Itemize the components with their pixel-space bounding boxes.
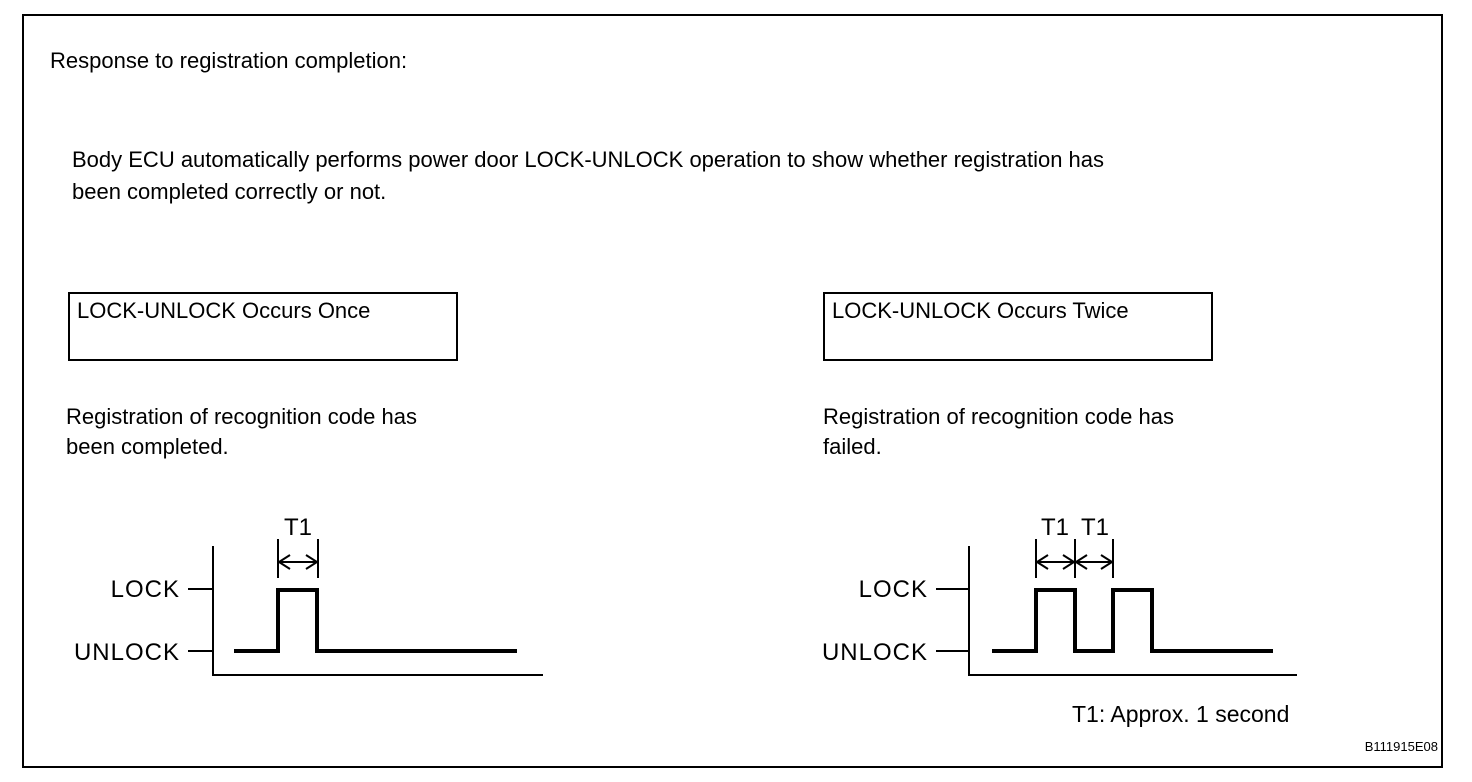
timing-diagram-twice: T1 T1 LOCK UNLOCK — [822, 514, 1297, 676]
arrowhead-left-icon — [1074, 554, 1088, 570]
description-once: Registration of recognition code has bee… — [66, 402, 417, 462]
description-twice-line-1: Registration of recognition code has — [823, 404, 1174, 429]
arrowhead-right-icon — [305, 554, 319, 570]
timing-diagram-once: T1 LOCK UNLOCK — [74, 514, 543, 676]
result-box-twice: LOCK-UNLOCK Occurs Twice — [823, 292, 1213, 361]
arrowhead-right-icon — [1100, 554, 1114, 570]
description-twice: Registration of recognition code has fai… — [823, 402, 1174, 462]
arrowhead-left-icon — [277, 554, 291, 570]
intro-line-2: been completed correctly or not. — [72, 179, 387, 204]
waveform-once — [234, 588, 517, 653]
t1-label-left: T1 — [284, 514, 312, 541]
t1-extension-lines-left — [277, 539, 319, 578]
result-box-once: LOCK-UNLOCK Occurs Once — [68, 292, 458, 361]
description-once-line-2: been completed. — [66, 434, 229, 459]
figure-code: B111915E08 — [1364, 739, 1438, 754]
result-box-once-label: LOCK-UNLOCK Occurs Once — [77, 298, 371, 323]
waveform-twice — [992, 588, 1273, 653]
t1-note: T1: Approx. 1 second — [1072, 701, 1290, 727]
axis-lines-left — [212, 546, 543, 676]
result-box-twice-label: LOCK-UNLOCK Occurs Twice — [832, 298, 1129, 323]
figure-border — [22, 14, 1443, 768]
intro-paragraph: Body ECU automatically performs power do… — [72, 144, 1104, 208]
unlock-label-left: UNLOCK — [74, 639, 180, 666]
unlock-label-right: UNLOCK — [822, 639, 928, 666]
lock-label-right: LOCK — [859, 576, 928, 603]
lock-label-left: LOCK — [111, 576, 180, 603]
description-twice-line-2: failed. — [823, 434, 882, 459]
intro-line-1: Body ECU automatically performs power do… — [72, 147, 1105, 172]
description-once-line-1: Registration of recognition code has — [66, 404, 417, 429]
figure-title: Response to registration completion: — [50, 48, 408, 73]
arrowhead-right-icon — [1062, 554, 1076, 570]
arrowhead-left-icon — [1035, 554, 1049, 570]
t1-label-right-2: T1 — [1081, 514, 1109, 541]
axis-lines-right — [968, 546, 1297, 676]
t1-extension-lines-right — [1035, 539, 1114, 578]
t1-label-right-1: T1 — [1041, 514, 1069, 541]
